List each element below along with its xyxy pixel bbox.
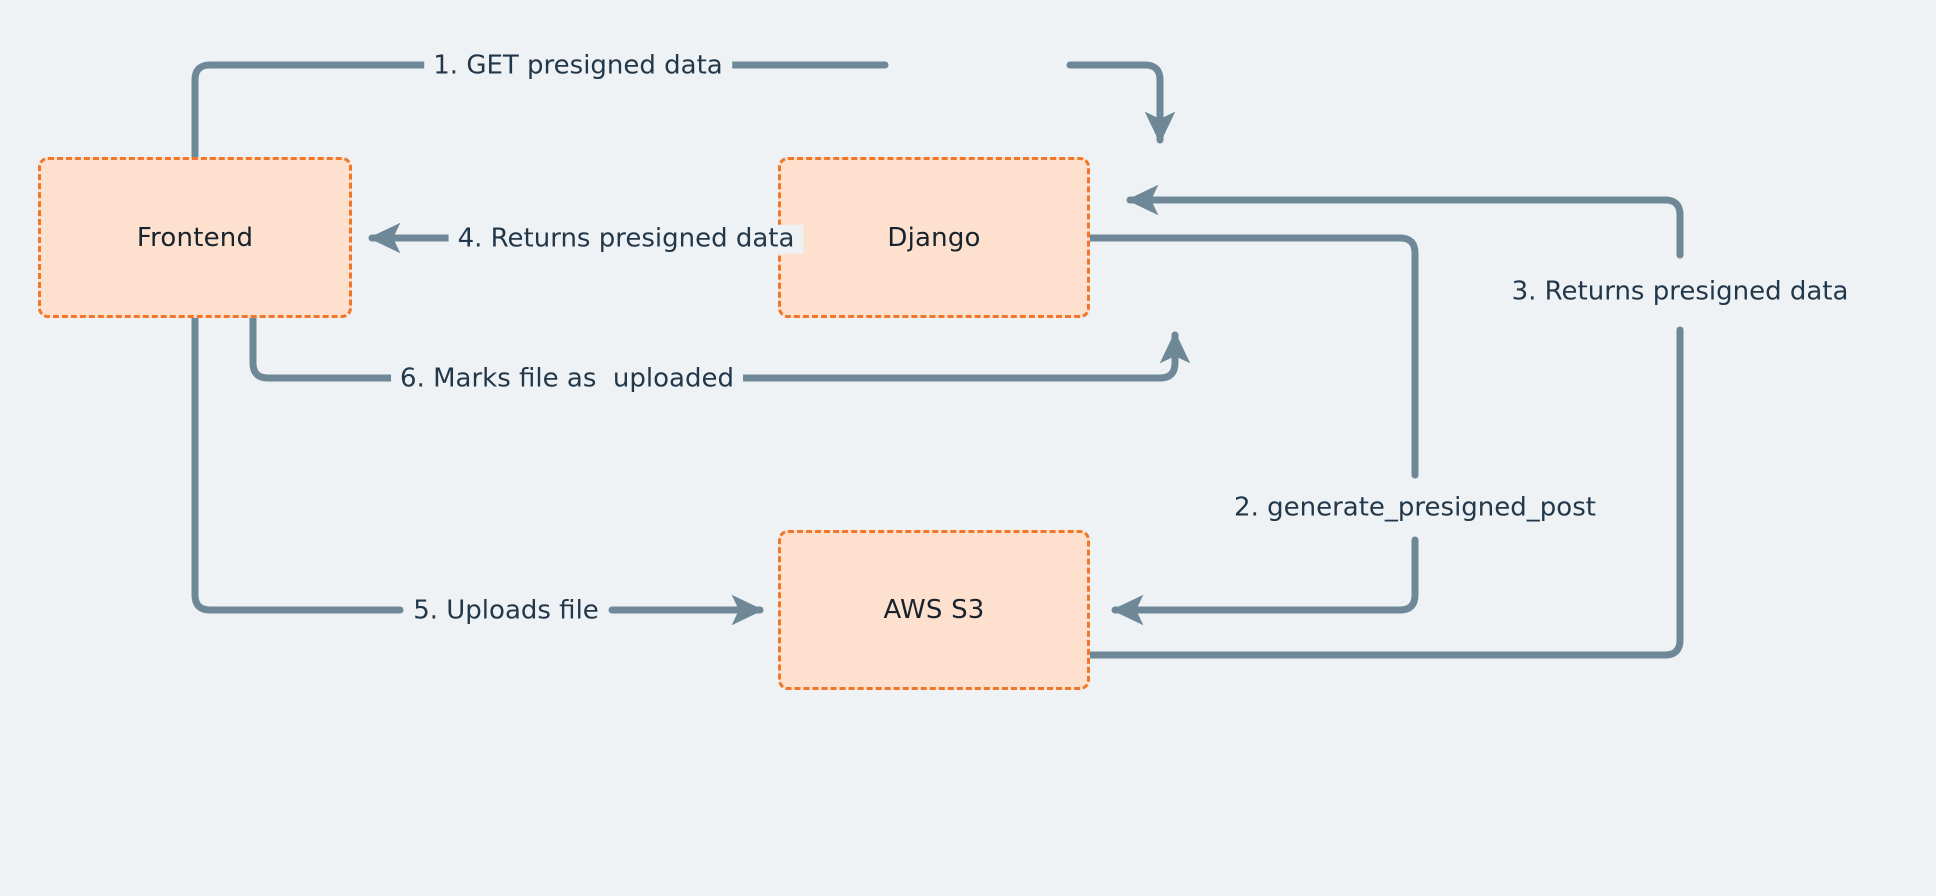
edge-label-6: 6. Marks file as uploaded — [391, 365, 743, 394]
edge-6-segment-right — [731, 331, 1191, 382]
edge-label-2: 2. generate_presigned_post — [1225, 494, 1605, 523]
edge-1-segment-left — [191, 61, 889, 161]
node-aws-s3[interactable]: AWS S3 — [778, 530, 1090, 690]
node-frontend-label: Frontend — [136, 222, 254, 253]
edge-6-segment-left — [249, 314, 404, 382]
edge-3-segment-bottom — [1086, 326, 1684, 659]
edge-3-segment-top — [1126, 184, 1684, 259]
node-django-label: Django — [887, 222, 981, 253]
edge-label-3: 3. Returns presigned data — [1502, 278, 1858, 307]
edge-2-segment-top — [1086, 234, 1419, 479]
node-aws-s3-label: AWS S3 — [883, 595, 985, 625]
edge-1-segment-right — [1066, 61, 1176, 144]
edge-label-1: 1. GET presigned data — [424, 52, 732, 81]
edge-label-5: 5. Uploads file — [404, 597, 608, 626]
node-django[interactable]: Django — [778, 157, 1090, 318]
edge-2-segment-bottom — [1111, 536, 1419, 626]
edge-5-segment-left — [191, 314, 404, 614]
node-frontend[interactable]: Frontend — [38, 157, 352, 318]
edge-label-4: 4. Returns presigned data — [448, 225, 804, 254]
